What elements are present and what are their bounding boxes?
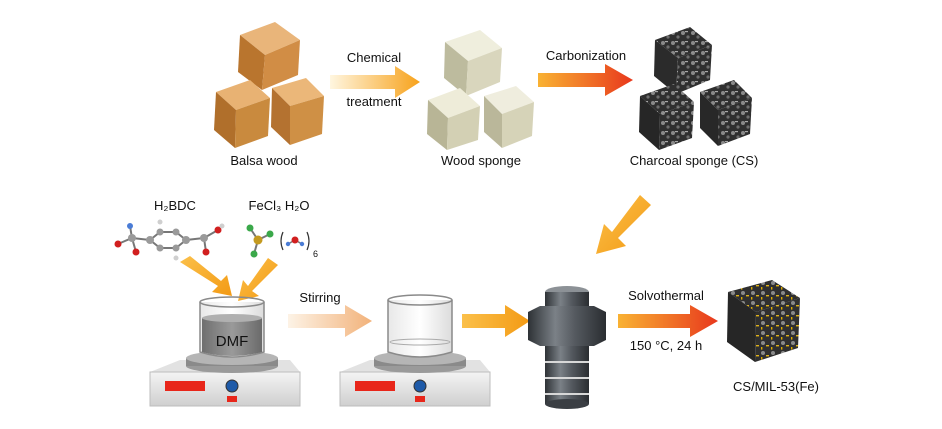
stirrer-2-display [355,381,395,391]
chemical-treatment-arrow [330,66,420,98]
to-autoclave-arrow [462,305,530,337]
stirrer-with-dmf-beaker [149,296,301,407]
balsa-wood-cubes [214,22,324,148]
cs-mil53-cube [727,280,800,362]
wood-sponge-label: Wood sponge [441,153,521,168]
h2bdc-label: H₂BDC [154,198,196,213]
charcoal-sponge-cubes [639,27,752,150]
to-autoclave-diagonal-arrow [596,195,651,254]
h2bdc-molecule-icon [114,219,225,261]
stirrer-1-button [227,396,237,402]
conditions-label: 150 °C, 24 h [630,338,702,353]
water-count-subscript: 6 [313,249,318,259]
balsa-wood-label: Balsa wood [230,153,297,168]
fecl3-h2o-label: FeCl₃ H₂O [249,198,310,213]
product-label: CS/MIL-53(Fe) [733,379,819,394]
stirrer-2-knob-icon [413,379,427,393]
chemical-label: Chemical [347,50,401,65]
carbonization-label: Carbonization [546,48,626,63]
fecl3-molecule-icon [246,224,274,258]
stirrer-1-knob-icon [225,379,239,393]
treatment-label: treatment [347,94,402,109]
solvothermal-label: Solvothermal [628,288,704,303]
stirrer-1-display [165,381,205,391]
wood-sponge-cubes [427,30,534,150]
h2bdc-arrow [180,256,232,296]
dmf-label: DMF [216,333,249,350]
autoclave-icon [528,286,606,409]
charcoal-sponge-label: Charcoal sponge (CS) [630,153,759,168]
stirring-arrow [288,305,372,337]
fecl3-arrow [238,258,278,301]
stirring-label: Stirring [299,290,340,305]
carbonization-arrow [538,64,633,96]
solvothermal-arrow [618,305,718,337]
stirrer-2-button [415,396,425,402]
water-molecule-icon [280,231,310,251]
